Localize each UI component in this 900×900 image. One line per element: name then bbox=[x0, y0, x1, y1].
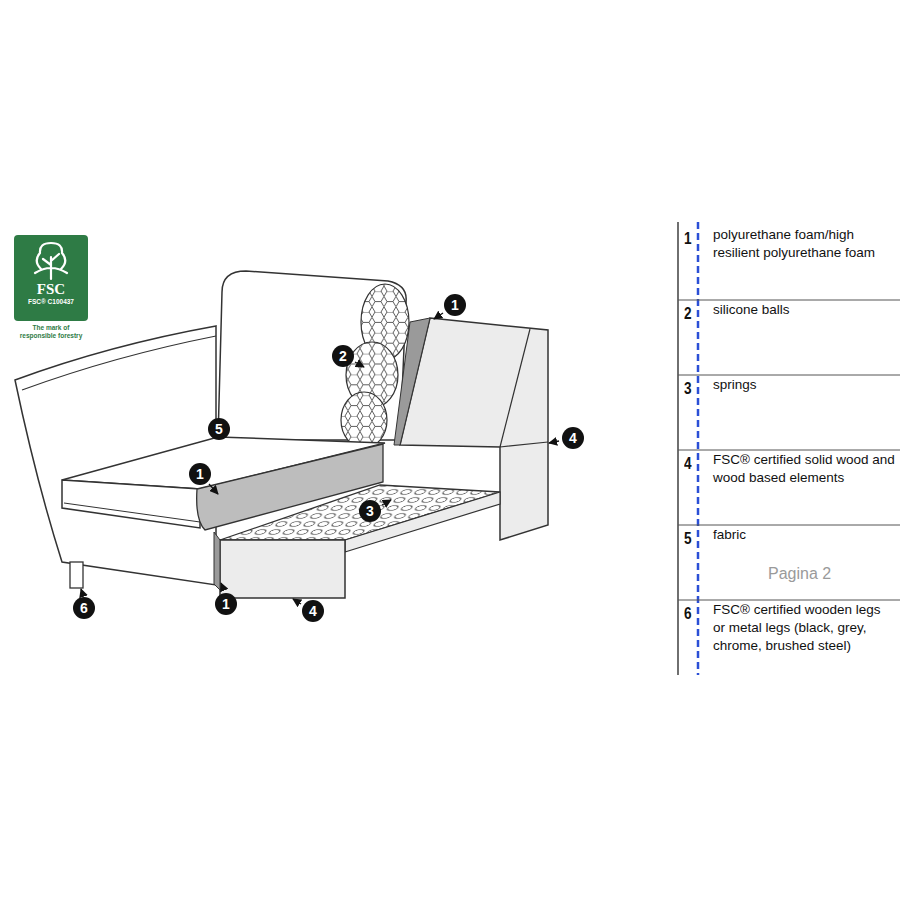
table-number: 6 bbox=[684, 605, 692, 623]
logo-caption: The mark of responsible forestry bbox=[14, 324, 88, 340]
callout-number: 2 bbox=[332, 345, 354, 367]
table-cell: silicone balls bbox=[713, 301, 895, 319]
arm-edges bbox=[500, 329, 548, 447]
table-number: 3 bbox=[684, 380, 692, 398]
table-cell: polyurethane foam/high resilient polyure… bbox=[713, 226, 895, 262]
logo-ground: FSCFSC® C100437 bbox=[14, 235, 88, 321]
table-rules bbox=[678, 222, 900, 675]
wooden-board bbox=[220, 540, 345, 598]
callout-number: 4 bbox=[302, 600, 324, 622]
tree-icon bbox=[29, 239, 73, 281]
armrest-edge bbox=[22, 336, 216, 390]
board-side bbox=[345, 492, 500, 552]
callout-number: 1 bbox=[189, 463, 211, 485]
table-number: 2 bbox=[684, 305, 692, 323]
foam-strip bbox=[214, 532, 220, 590]
callout-number: 3 bbox=[359, 500, 381, 522]
table-cell: FSC® certified wooden legs or metal legs… bbox=[713, 601, 895, 655]
page-watermark: Pagina 2 bbox=[768, 565, 831, 583]
table-number: 4 bbox=[684, 455, 692, 473]
table-number: 1 bbox=[684, 230, 692, 248]
callout-number: 1 bbox=[444, 294, 466, 316]
seat-seam bbox=[64, 503, 200, 522]
leader-lines bbox=[81, 313, 559, 604]
table-cell: springs bbox=[713, 376, 895, 394]
licence-code: FSC® C100437 bbox=[28, 297, 74, 306]
table-number: 5 bbox=[684, 530, 692, 548]
table-cell: fabric bbox=[713, 526, 895, 544]
seat-cushion-front bbox=[62, 480, 200, 528]
callout-number: 4 bbox=[562, 427, 584, 449]
logo-title: FSC bbox=[37, 281, 65, 297]
sofa-leg bbox=[70, 562, 83, 588]
callout-number: 6 bbox=[73, 597, 95, 619]
foam-strip bbox=[394, 318, 430, 445]
logo-box: FSCFSC® C100437The mark of responsible f… bbox=[14, 235, 88, 340]
table-cell: FSC® certified solid wood and wood based… bbox=[713, 451, 895, 487]
callout-number: 5 bbox=[208, 418, 230, 440]
callout-number: 1 bbox=[215, 593, 237, 615]
